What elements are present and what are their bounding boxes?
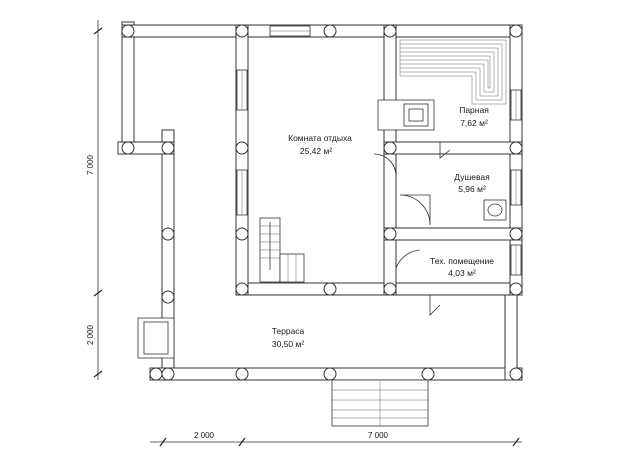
shower-fixtures: [399, 194, 507, 226]
room-shower-area: 5,96 м²: [458, 184, 486, 194]
staircase: [259, 217, 305, 283]
log-ends: [121, 24, 523, 381]
room-steam-name: Парная: [459, 105, 489, 115]
room-terrace-name: Терраса: [272, 326, 305, 336]
dim-left-lower: 2 000: [86, 324, 95, 345]
room-tech-name: Тех. помещение: [430, 256, 494, 266]
terrace-frame: [117, 21, 523, 381]
stove: [377, 99, 435, 131]
dimension-lines: [93, 20, 522, 447]
windows: [236, 25, 522, 276]
dim-bottom-left: 2 000: [194, 431, 215, 440]
room-tech-area: 4,03 м²: [448, 268, 476, 278]
terrace-furniture: [137, 317, 175, 359]
dim-bottom-right: 7 000: [368, 431, 389, 440]
room-rest-name: Комната отдыха: [288, 133, 352, 143]
room-steam-area: 7,62 м²: [460, 118, 488, 128]
steam-benches: [399, 39, 507, 105]
room-rest-area: 25,42 м²: [300, 146, 332, 156]
room-terrace-area: 30,50 м²: [272, 339, 304, 349]
doors: [373, 142, 451, 316]
room-shower-name: Душевая: [454, 172, 490, 182]
dim-left-upper: 7 000: [86, 154, 95, 175]
terrace-steps: [331, 379, 429, 427]
